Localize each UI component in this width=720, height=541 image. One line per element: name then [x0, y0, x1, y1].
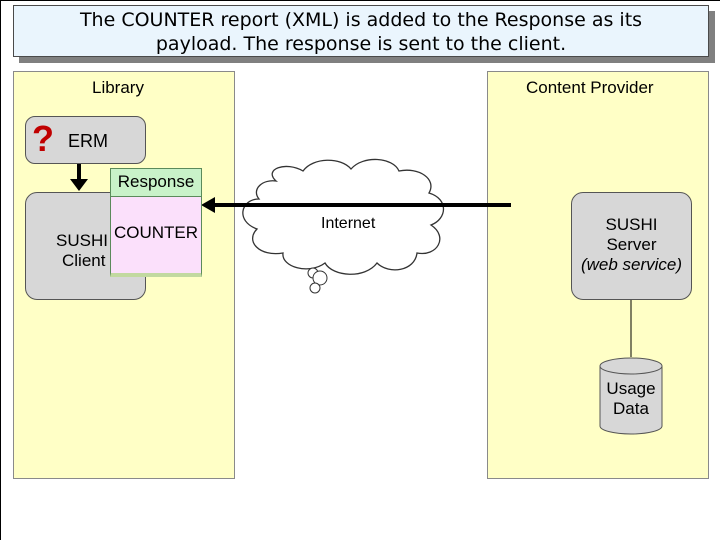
usage-data-cylinder — [599, 357, 663, 435]
caption-box: The COUNTER report (XML) is added to the… — [13, 5, 709, 57]
internet-cloud — [242, 158, 445, 294]
question-mark-icon: ? — [32, 118, 54, 159]
erm-label: ERM — [68, 131, 108, 151]
response-header: Response — [110, 168, 202, 197]
response-payload-label: COUNTER — [113, 223, 199, 242]
erm-to-client-arrow — [70, 163, 88, 191]
sushi-server-box: SUSHI Server (web service) — [571, 192, 692, 300]
caption-line-2: payload. The response is sent to the cli… — [155, 33, 567, 55]
response-payload: COUNTER — [110, 197, 202, 277]
sushi-client-line-2: Client — [62, 251, 106, 270]
usage-data-line-1: Usage — [606, 379, 656, 398]
sushi-server-line-2: Server — [606, 235, 657, 254]
sushi-server-line-1: SUSHI — [605, 215, 658, 234]
server-to-client-arrow — [201, 197, 511, 213]
usage-data-label: Usage Data — [600, 379, 662, 419]
usage-data-line-2: Data — [613, 399, 649, 418]
sushi-client-line-1: SUSHI — [56, 231, 108, 250]
library-title: Library — [92, 78, 144, 97]
content-provider-title: Content Provider — [526, 78, 654, 97]
internet-label: Internet — [321, 215, 376, 232]
caption-line-1: The COUNTER report (XML) is added to the… — [79, 9, 643, 31]
erm-box: ? ERM — [25, 116, 146, 164]
sushi-server-line-3: (web service) — [580, 255, 683, 274]
